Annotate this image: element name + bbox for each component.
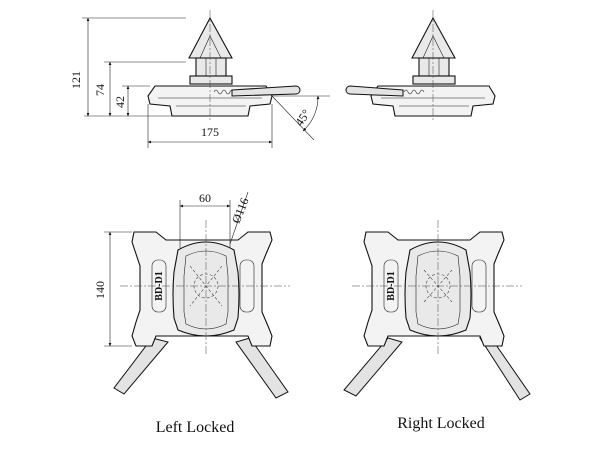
top-view-right: BD-D1 [343,220,531,401]
caption-right-locked: Right Locked [397,415,485,432]
dim-74-label: 74 [93,84,107,96]
side-view-right [345,10,496,122]
caption-left-locked: Left Locked [156,419,235,436]
dim-45-label: 45° [292,107,313,129]
dim-116-label: Ø116 [229,196,252,226]
top-view-left: BD-D1 60 Ø116 140 [93,191,290,399]
dim-175-label: 175 [201,125,219,139]
dim-60-label: 60 [199,191,211,205]
dim-42-label: 42 [113,96,127,108]
dim-140-label: 140 [93,281,107,299]
side-view-left: 121 74 42 175 45° [69,10,330,148]
dim-121-label: 121 [69,71,83,89]
